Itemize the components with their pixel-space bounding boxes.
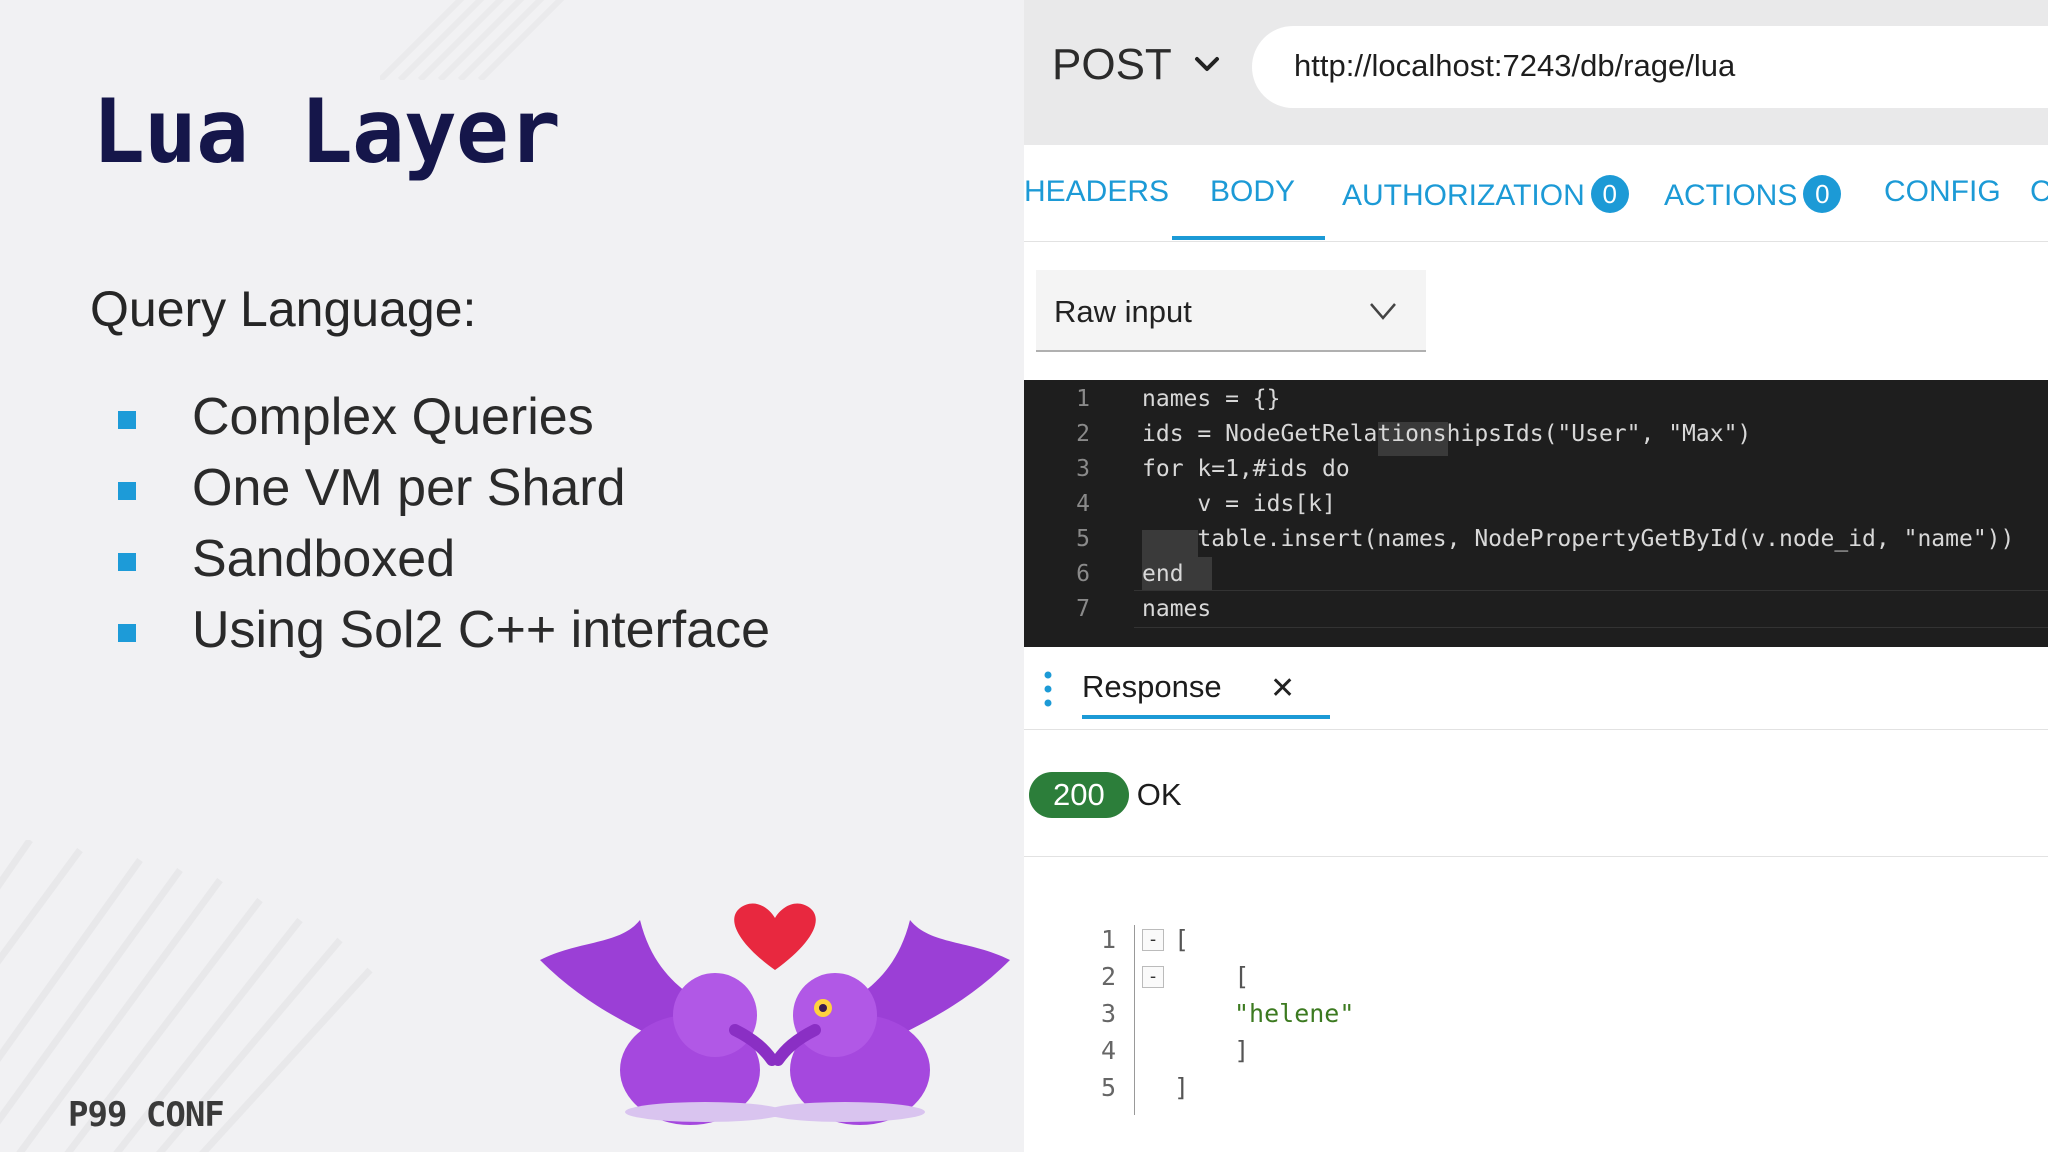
bullet-text: Sandboxed	[192, 530, 456, 588]
api-client-panel: POST http://localhost:7243/db/rage/lua H…	[1024, 0, 2048, 1152]
bullet-item: Sandboxed	[118, 524, 770, 595]
count-badge: 0	[1803, 175, 1842, 213]
slide-left: Lua Layer Query Language: Complex Querie…	[0, 0, 1010, 1152]
line-number: 1	[1076, 386, 1090, 412]
url-text[interactable]: http://localhost:7243/db/rage/lua	[1294, 48, 1736, 83]
tab-config[interactable]: CONFIG	[1884, 175, 2001, 209]
line-number: 5	[1100, 1073, 1116, 1102]
tab-overflow[interactable]: C	[2030, 175, 2048, 209]
chevron-down-icon	[1370, 303, 1396, 320]
json-line: 2 - [	[1024, 962, 2048, 999]
line-number: 2	[1100, 962, 1116, 991]
code-text: ids = NodeGetRelationshipsIds("User", "M…	[1142, 421, 1752, 447]
mascot-illustration	[540, 903, 1010, 1125]
url-input[interactable]: http://localhost:7243/db/rage/lua	[1252, 26, 2048, 108]
json-line: 4 ]	[1024, 1036, 2048, 1073]
json-text: ]	[1174, 1073, 1190, 1102]
active-tab-indicator	[1172, 236, 1325, 240]
bullet-item: Using Sol2 C++ interface	[118, 595, 770, 666]
method-select[interactable]: POST	[1052, 40, 1172, 89]
json-string: "helene"	[1234, 999, 1355, 1028]
code-editor[interactable]: 1 names = {} 2 ids = NodeGetRelationshipsI…	[1024, 380, 2048, 647]
bullet-square-icon	[118, 482, 136, 500]
chevron-down-icon[interactable]	[1192, 52, 1222, 76]
body-mode-value: Raw input	[1054, 294, 1192, 329]
bullet-square-icon	[118, 411, 136, 429]
selection-highlight	[1142, 557, 1212, 591]
code-line: 4 v = ids[k]	[1024, 489, 2048, 524]
body-mode-select[interactable]: Raw input	[1036, 270, 1426, 352]
json-line: 1 -[	[1024, 925, 2048, 962]
request-bar: POST http://localhost:7243/db/rage/lua	[1024, 0, 2048, 145]
code-text: names = {}	[1142, 386, 1281, 412]
current-line-highlight	[1134, 590, 2048, 628]
fold-toggle[interactable]: -	[1142, 966, 1164, 988]
code-line: 1 names = {}	[1024, 384, 2048, 419]
bullet-text: One VM per Shard	[192, 459, 626, 517]
line-number: 7	[1076, 596, 1090, 622]
code-text: names	[1142, 596, 1212, 622]
code-line: 2 ids = NodeGetRelationshipsIds("User", "…	[1024, 419, 2048, 454]
heart-icon	[734, 903, 816, 970]
json-line: 5]	[1024, 1073, 2048, 1110]
tab-label: ACTIONS	[1664, 179, 1798, 212]
decorative-stripes	[0, 840, 373, 1152]
bullet-item: Complex Queries	[118, 382, 770, 453]
selection-highlight	[1378, 422, 1448, 456]
json-text: [	[1174, 962, 1250, 991]
code-text: table.insert(names, NodePropertyGetById(…	[1142, 526, 2015, 552]
gutter-line	[1134, 925, 1135, 1115]
tab-label: CONFIG	[1884, 175, 2001, 208]
close-icon[interactable]: ✕	[1270, 671, 1296, 706]
count-badge: 0	[1590, 175, 1629, 213]
json-text: [	[1174, 925, 1190, 954]
tab-label: C	[2030, 175, 2048, 208]
bullet-item: One VM per Shard	[118, 453, 770, 524]
line-number: 6	[1076, 561, 1090, 587]
line-number: 3	[1076, 456, 1090, 482]
tab-response[interactable]: Response	[1082, 669, 1222, 704]
active-tab-indicator	[1082, 715, 1330, 719]
tab-body[interactable]: BODY	[1210, 175, 1295, 209]
bullet-square-icon	[118, 624, 136, 642]
response-tabs: Response ✕	[1024, 647, 2048, 730]
fold-toggle[interactable]: -	[1142, 929, 1164, 951]
tab-label: HEADERS	[1024, 175, 1170, 208]
json-text: ]	[1174, 1036, 1250, 1065]
line-number: 2	[1076, 421, 1090, 447]
tab-label: BODY	[1210, 175, 1296, 208]
line-number: 1	[1100, 925, 1116, 954]
bullet-text: Using Sol2 C++ interface	[192, 601, 771, 659]
response-body: 1 -[ 2 - [ 3 "helene" 4 ] 5]	[1024, 925, 2048, 1125]
slide-subtitle: Query Language:	[90, 281, 477, 337]
decorative-stripes	[380, 0, 565, 80]
code-line: 3 for k=1,#ids do	[1024, 454, 2048, 489]
json-line: 3 "helene"	[1024, 999, 2048, 1036]
tab-label: AUTHORIZATION	[1342, 179, 1585, 212]
status-badge: 200	[1029, 772, 1129, 818]
kebab-menu-icon[interactable]	[1044, 671, 1052, 707]
line-number: 5	[1076, 526, 1090, 552]
code-line: 5 table.insert(names, NodePropertyGetByI…	[1024, 524, 2048, 559]
code-line: 6 end	[1024, 559, 2048, 594]
line-number: 4	[1076, 491, 1090, 517]
line-number: 4	[1100, 1036, 1116, 1065]
bullet-square-icon	[118, 553, 136, 571]
code-text: for k=1,#ids do	[1142, 456, 1350, 482]
bullet-list: Complex Queries One VM per Shard Sandbox…	[118, 382, 770, 666]
line-number: 3	[1100, 999, 1116, 1028]
divider	[1024, 856, 2048, 857]
status-text: OK	[1136, 777, 1182, 812]
code-text: v = ids[k]	[1142, 491, 1336, 517]
code-text: end	[1142, 561, 1184, 587]
tab-headers[interactable]: HEADERS	[1024, 175, 1169, 209]
code-line: 7 names	[1024, 594, 2048, 629]
brand-logo: P99 CONF	[68, 1095, 225, 1135]
bullet-text: Complex Queries	[192, 388, 594, 446]
slide-title: Lua Layer	[92, 80, 561, 183]
